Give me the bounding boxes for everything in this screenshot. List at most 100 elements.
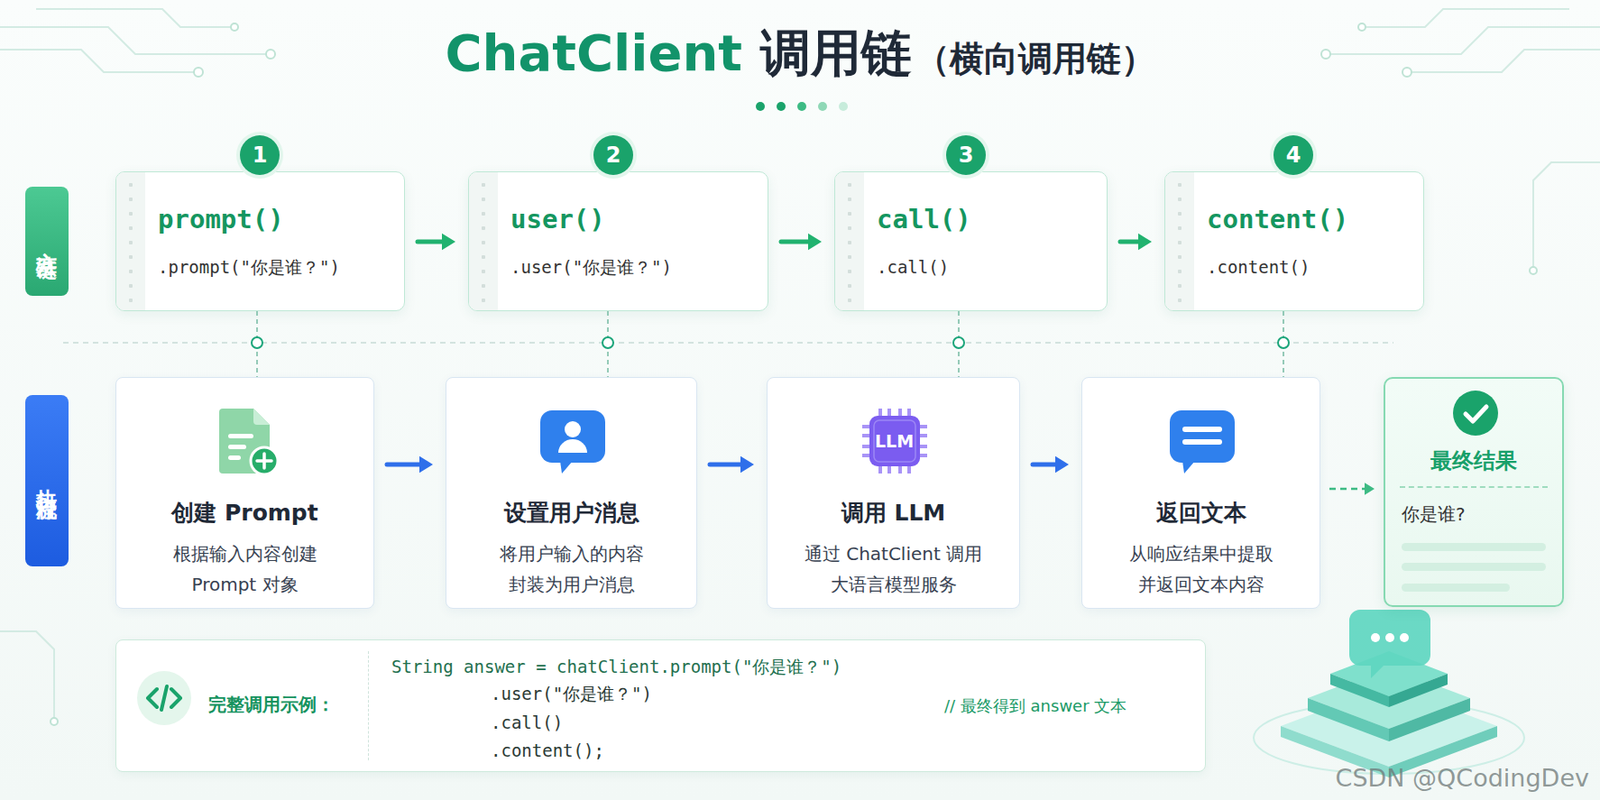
subtitle: （横向调用链） [915,27,1156,91]
number-badge: 4 [1273,135,1314,175]
method-call: .content() [1206,255,1310,279]
connector-line [1120,239,1141,245]
connector-line [386,462,423,468]
method-call: .call() [876,255,949,279]
arrow-head [1138,233,1152,251]
watermark: CSDN @QCodingDev [1335,763,1590,794]
connector-line [957,311,960,378]
code-divider [367,651,369,761]
dot-stripe [116,172,146,311]
arrow-head [1055,456,1069,474]
connector-line [1032,462,1058,468]
connector [417,233,456,251]
number-badge: 1 [239,135,280,175]
result-text: 你是谁? [1401,501,1466,527]
placeholder-bar [1401,542,1546,552]
row-divider [63,341,1394,344]
method-call: .user("你是谁？") [510,255,672,279]
title-dots [755,101,848,111]
title-row: ChatClient 调用链（横向调用链） [0,21,1600,91]
step-desc: 根据输入内容创建 Prompt 对象 [159,538,332,600]
step-box: 创建 Prompt 根据输入内容创建 Prompt 对象 [115,377,375,609]
connector [958,311,960,378]
code-comment: // 最终得到 answer 文本 [944,694,1127,718]
number-badge: 2 [593,135,634,175]
code-line: .call() [490,709,563,736]
chip-label: LLM [856,403,933,479]
junction-dots [251,337,1289,349]
code-line: .content(); [490,737,605,764]
placeholder-bar [1401,562,1546,571]
arrow-head [441,233,456,251]
method-call: .prompt("你是谁？") [157,255,341,279]
code-box: 完整调用示例： String answer = chatClient.prompt… [115,639,1206,773]
dot-stripe [835,172,865,311]
connector [1329,482,1375,496]
dot-stripe [1165,172,1195,311]
arrow-head [419,456,433,474]
circuit-lines [0,9,1600,722]
method-box: prompt() .prompt("你是谁？") [115,171,405,312]
connector-line [256,311,258,378]
method-box: content() .content() [1164,171,1425,312]
step-box: 调用 LLM 通过 ChatClient 调用 大语言模型服务 LLM [766,377,1021,609]
connector-line [417,239,445,245]
code-line: String answer = chatClient.prompt("你是谁？"… [391,653,842,680]
side-band: 执行流程 [25,395,69,567]
connector [607,311,609,378]
arrow-head [740,456,755,474]
result-divider [1399,486,1548,488]
step-box: 设置用户消息将用户输入的内容 封装为用户消息 [445,377,698,609]
badge-number: 4 [1286,142,1302,168]
step-desc: 将用户输入的内容 封装为用户消息 [492,538,651,600]
method-name: call() [876,202,972,236]
method-box: user() .user("你是谁？") [468,171,769,312]
doc-icon [208,403,285,479]
connector [709,456,755,474]
method-box: call() .call() [834,171,1108,312]
method-name: user() [510,202,606,236]
connector-line [709,462,744,468]
badge-number: 2 [606,142,622,168]
connector-line [606,311,609,378]
step-desc: 从响应结果中提取 并返回文本内容 [1121,538,1280,600]
connector [781,233,822,251]
band-label: 执行流程 [35,471,59,490]
diagram-title: ChatClient 调用链 [444,21,911,85]
step-title: 设置用户消息 [446,498,697,528]
circuit-nodes [50,23,1537,726]
arrow-head [1364,482,1375,496]
step-box: 返回文本从响应结果中提取 并返回文本内容 [1081,377,1321,609]
check-icon [1452,389,1499,437]
connector-line [1329,487,1367,491]
badge-number: 3 [958,142,975,168]
code-icon [135,669,194,727]
step-title: 返回文本 [1082,498,1320,528]
method-name: content() [1206,202,1349,236]
connector [1032,456,1069,474]
arrow-head [808,233,822,251]
step-desc: 通过 ChatClient 调用 大语言模型服务 [798,538,990,600]
code-line: .user("你是谁？") [490,680,653,707]
badge-number: 1 [252,142,268,168]
result-title: 最终结果 [1385,447,1563,475]
connector [1120,233,1152,251]
step-title: 调用 LLM [767,498,1020,528]
connector [1283,311,1285,378]
step-title: 创建 Prompt [116,498,374,528]
method-name: prompt() [157,202,285,236]
connector [257,311,258,378]
number-badge: 3 [946,135,986,175]
connector-line [781,239,811,245]
code-label: 完整调用示例： [208,692,335,717]
connector [386,456,433,474]
platform-illustration [1253,609,1525,778]
side-band: 方法链 [25,186,69,296]
dot-stripe [468,172,498,311]
user-icon [534,403,611,479]
result-box: 最终结果你是谁? [1383,377,1564,607]
msg-icon [1164,403,1241,479]
placeholder-bar [1401,583,1510,592]
